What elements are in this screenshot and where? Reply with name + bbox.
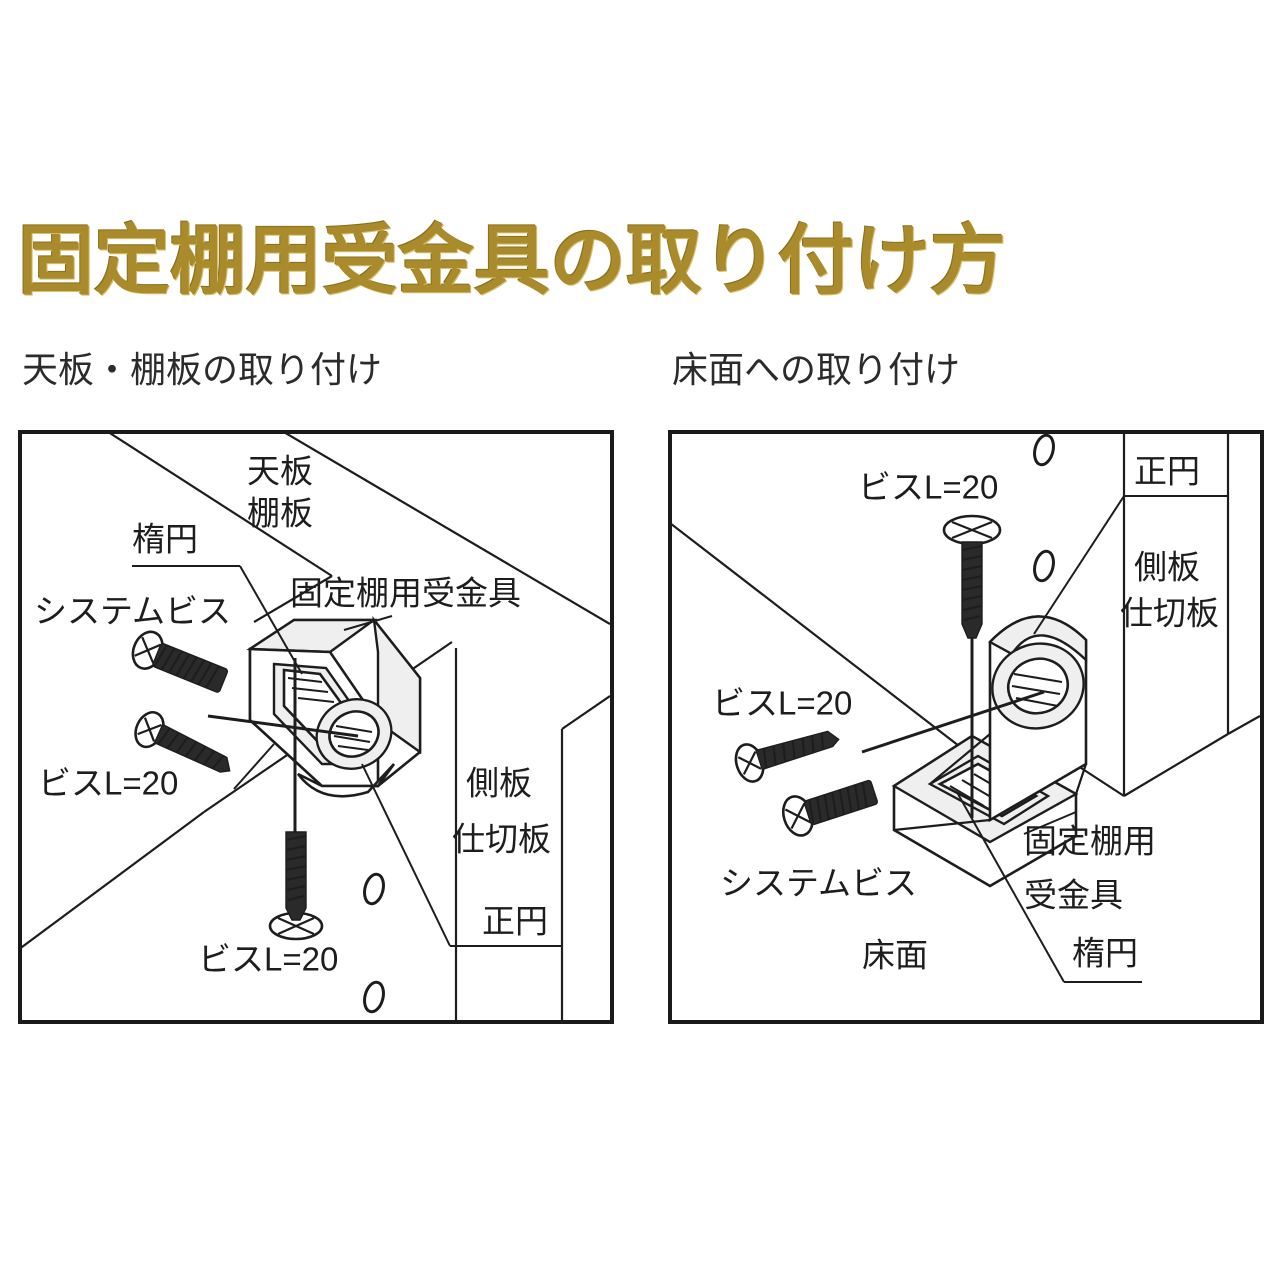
label-screw-bottom: ビスL=20 [198,941,338,978]
label-ellipse: 楕円 [1072,935,1138,972]
top-shelf-illustration: 天板 棚板 楕円 システムビス 固定棚用受金具 ビスL=20 ビスL=20 側板… [22,434,610,1020]
label-ellipse: 楕円 [132,521,198,558]
hole-mark-ellipse-lower [363,980,385,1014]
floor-plane-edge [672,523,973,757]
label-bracket: 固定棚用受金具 [290,575,521,612]
section-subtitle-floor: 床面への取り付け [672,349,961,390]
label-board-line2: 棚板 [247,495,313,532]
side-panel-band [1077,434,1260,797]
hole-mark-ellipse-upper [363,872,385,906]
label-floor: 床面 [862,937,928,974]
leader-lines [132,565,562,947]
floor-illustration: ビスL=20 ビスL=20 正円 側板 仕切板 システムビス 床面 固定棚用 受… [672,434,1260,983]
label-true-circle: 正円 [1134,453,1200,490]
leader-lines [957,495,1228,983]
hole-mark-ellipse-lower [1033,549,1055,583]
lower-diagonal-edge [22,811,205,949]
wood-screw-icon-left [734,730,840,783]
diagram-panel-top-shelf: 天板 棚板 楕円 システムビス 固定棚用受金具 ビスL=20 ビスL=20 側板… [18,430,614,1024]
label-side-panel-line1: 側板 [1134,549,1200,586]
floor-bracket-3d [891,615,1088,888]
shelf-bracket-3d [246,615,422,798]
label-screw-left: ビスL=20 [38,765,178,802]
label-side-panel-line2: 仕切板 [1120,595,1219,632]
hole-mark-ellipse-upper [1033,434,1055,467]
system-screw-icon [781,779,878,837]
label-side-panel-line1: 側板 [466,765,532,802]
system-screw-icon [131,630,229,693]
wood-screw-icon-bottom [268,831,324,941]
label-screw-top: ビスL=20 [858,469,998,506]
label-screw-left: ビスL=20 [712,685,852,722]
label-bracket-line1: 固定棚用 [1024,823,1156,860]
insertion-axis-horizontal [861,690,1045,754]
diagram-panel-floor: ビスL=20 ビスL=20 正円 側板 仕切板 システムビス 床面 固定棚用 受… [668,430,1264,1024]
label-side-panel-line2: 仕切板 [452,821,551,858]
label-board-line1: 天板 [247,453,313,490]
insertion-axis-horizontal [207,714,359,738]
side-panel-band [454,648,610,1020]
label-system-screw: システムビス [720,865,917,902]
page-title: 固定棚用受金具の取り付け方 [18,219,1006,304]
wood-screw-icon-left [134,710,231,773]
label-bracket-line2: 受金具 [1024,877,1123,914]
section-subtitle-top-shelf: 天板・棚板の取り付け [22,349,383,390]
label-true-circle: 正円 [482,903,548,940]
wood-screw-icon-top [942,514,1002,639]
label-system-screw: システムビス [34,593,231,630]
